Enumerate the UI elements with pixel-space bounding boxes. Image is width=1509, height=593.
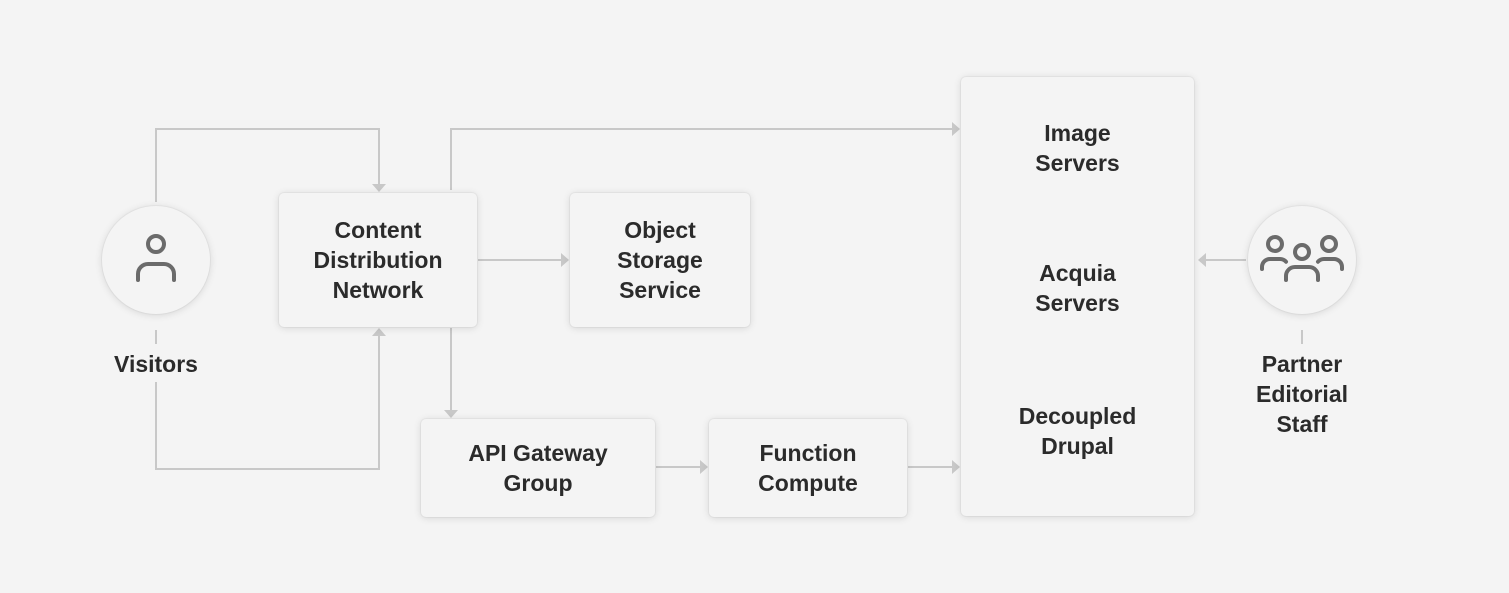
api-gateway-node[interactable]: API Gateway Group [421,419,655,517]
arrowhead-function-compute [700,460,708,474]
arrowhead-partner [1198,253,1206,267]
arrowhead-image-servers [952,122,960,136]
cdn-label: Content Distribution Network [313,217,443,303]
visitors-to-cdn-top-connector [155,128,380,202]
cdn-node[interactable]: Content Distribution Network [279,193,477,327]
arrowhead-cdn-bottom [372,328,386,336]
group-icon [1259,233,1345,288]
object-storage-label: Object Storage Service [617,217,703,303]
visitors-label: Visitors [114,351,198,377]
cdn-to-image-servers-connector [450,128,952,190]
image-servers-label: Image Servers [1035,120,1120,176]
visitors-circle [102,206,210,314]
person-icon [132,232,180,289]
decoupled-drupal-label: Decoupled Drupal [1018,403,1137,459]
partner-staff-label: Partner Editorial Staff [1255,351,1348,437]
acquia-servers-label: Acquia Servers [1035,260,1120,316]
server-stack-node[interactable]: Image Servers Acquia Servers Decoupled D… [961,77,1194,516]
arrowhead-cdn-top [372,184,386,192]
object-storage-node[interactable]: Object Storage Service [570,193,750,327]
arrowhead-object-storage [561,253,569,267]
arrowhead-servers [952,460,960,474]
visitors-to-cdn-bottom-connector [155,336,380,470]
partner-staff-circle [1248,206,1356,314]
api-gateway-label: API Gateway Group [468,440,608,496]
function-compute-node[interactable]: Function Compute [709,419,907,517]
arrowhead-api-gateway [444,410,458,418]
function-compute-label: Function Compute [758,440,858,496]
